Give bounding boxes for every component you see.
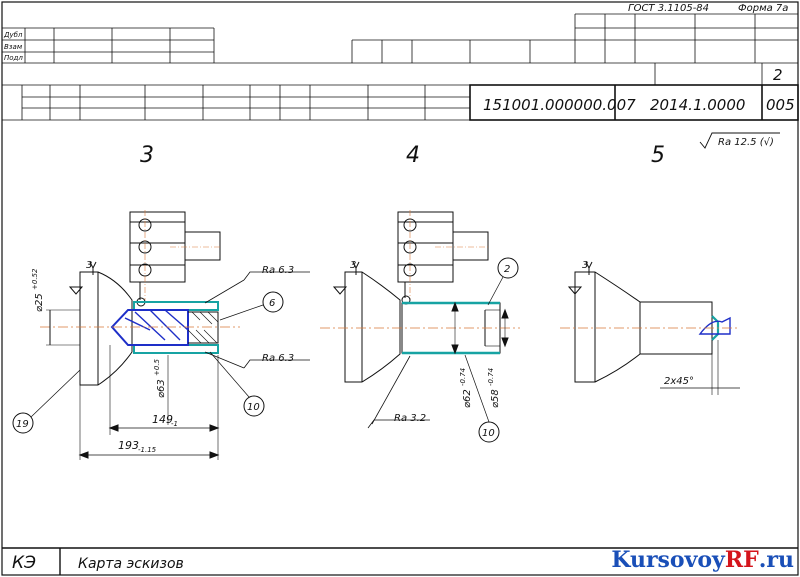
- base-mark-4: 3: [350, 260, 356, 271]
- dim-len2-3: 193: [118, 439, 139, 452]
- sketch-4: [320, 210, 520, 443]
- sketch-number-4: 4: [406, 143, 420, 168]
- dim-inner-3: ⌀63: [156, 379, 167, 398]
- dim-bore-3: ⌀25: [34, 293, 45, 312]
- document-code: 151001.000000.007: [483, 96, 636, 114]
- chuck-flange-5: [574, 271, 641, 383]
- dim-d2-tol-4: -0.74: [487, 368, 495, 386]
- general-roughness-text: Ra 12.5 (√): [718, 137, 774, 148]
- sketch-5: [560, 261, 740, 395]
- callout-19: [12, 412, 34, 434]
- dim-d1-tol-4: -0.74: [459, 368, 467, 386]
- row-label-podl: Подл: [4, 54, 23, 62]
- chamfer-dim-5: 2x45°: [664, 376, 694, 387]
- dim-bore-tol-3: +0.52: [31, 268, 39, 290]
- callout-text-2: 2: [504, 264, 510, 275]
- dim-d2-4: ⌀58: [490, 389, 501, 408]
- roughness-top-3: Ra 6.3: [262, 265, 294, 276]
- sketch-3: [12, 210, 310, 460]
- sheet-number: 2: [773, 66, 783, 84]
- sketch-number-5: 5: [651, 143, 665, 168]
- callout-text-10-s4: 10: [482, 428, 495, 439]
- chamfer-tool-5: [698, 316, 731, 335]
- footer-code: КЭ: [12, 553, 36, 573]
- callout-text-6: 6: [269, 298, 275, 309]
- operation-number: 005: [766, 96, 795, 114]
- watermark-text: Kursovoy: [611, 547, 725, 573]
- row-label-vzam: Взам: [4, 43, 23, 51]
- code-secondary: 2014.1.0000: [650, 96, 745, 114]
- callout-2: [497, 257, 519, 279]
- roughness-check-icon: [699, 132, 780, 149]
- chuck-flange-3: [79, 271, 133, 386]
- dim-inner-tol-3: +0.5: [153, 358, 161, 376]
- roughness-4: Ra 3.2: [394, 413, 426, 424]
- dim-d1-4: ⌀62: [462, 389, 473, 408]
- dim-len1-3: 149: [152, 413, 173, 426]
- form-label: Форма 7а: [738, 3, 788, 14]
- watermark-text-domain: .ru: [758, 547, 794, 573]
- chuck-flange-4: [344, 271, 401, 383]
- sketch-number-3: 3: [140, 143, 154, 168]
- callout-text-10: 10: [247, 402, 260, 413]
- dim-len1-tol-3: -1: [171, 420, 178, 428]
- base-mark-5: 3: [582, 260, 588, 271]
- general-roughness: Ra 12.5 (√): [699, 132, 780, 149]
- standard-label: ГОСТ 3.1105-84: [628, 3, 709, 14]
- footer-title: Карта эскизов: [78, 556, 184, 572]
- callout-6: [262, 291, 284, 313]
- dim-len2-tol-3: -1.15: [138, 446, 157, 454]
- watermark-text-accent: RF: [724, 547, 759, 573]
- title-block: [2, 13, 799, 575]
- watermark: KursovoyRF.ru: [611, 547, 794, 573]
- roughness-bottom-3: Ra 6.3: [262, 353, 294, 364]
- callout-10: [243, 395, 265, 417]
- callout-text-19: 19: [16, 419, 29, 430]
- row-label-dubl: Дубл: [3, 31, 23, 39]
- base-mark-3: 3: [86, 260, 92, 271]
- drill-tool-3: [110, 309, 189, 346]
